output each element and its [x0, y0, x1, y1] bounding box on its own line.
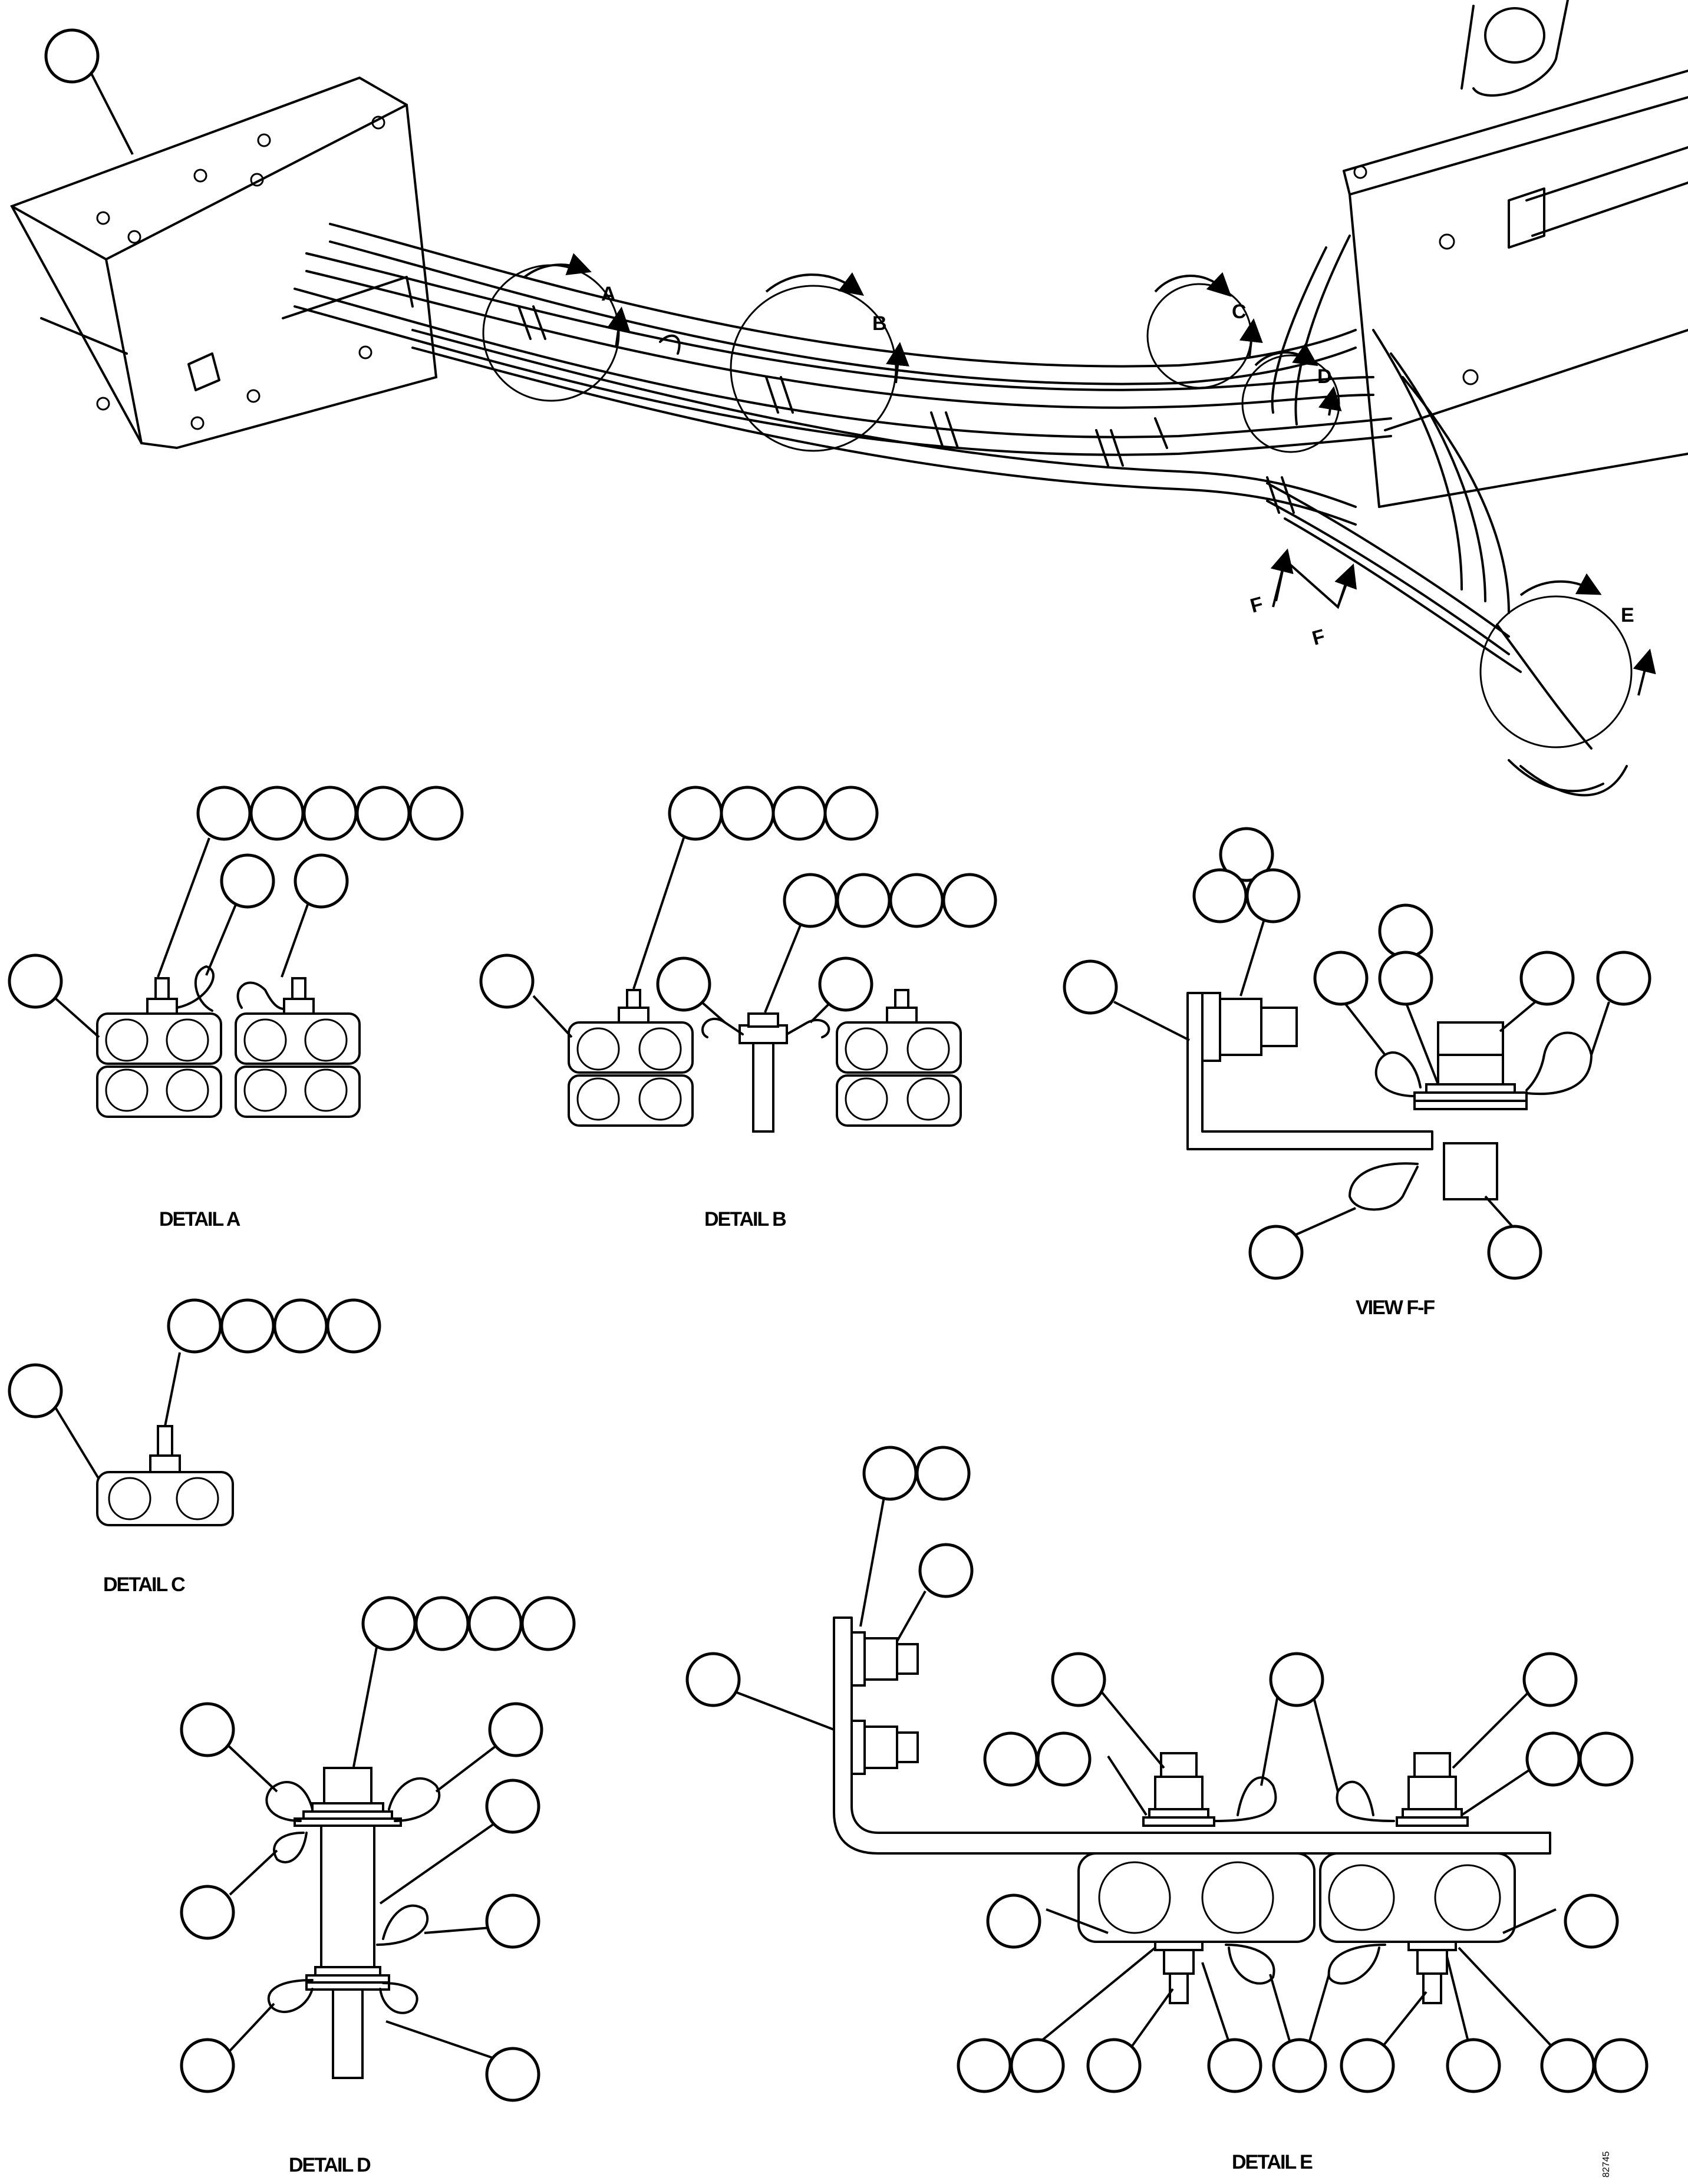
drawing-id: 82745 — [1601, 2151, 1611, 2178]
detail-e-marker: E — [1621, 604, 1634, 626]
machine-frame — [1271, 0, 1688, 797]
detail-e-caption: DETAIL E — [1232, 2151, 1313, 2173]
detail-c-circle — [1146, 283, 1252, 389]
detail-c-caption: DETAIL C — [103, 1573, 185, 1596]
valve-box — [10, 76, 438, 450]
view-ff: VIEW F-F — [1063, 827, 1651, 1319]
detail-c: DETAIL C — [8, 1298, 381, 1596]
section-f-marker-right: F — [1310, 625, 1327, 650]
detail-e-circle — [1479, 595, 1633, 748]
detail-d-marker: D — [1317, 365, 1332, 388]
detail-b: DETAIL B — [479, 786, 997, 1230]
detail-d: DETAIL D — [180, 1596, 576, 2176]
view-ff-caption: VIEW F-F — [1356, 1296, 1435, 1319]
detail-c-marker: C — [1232, 301, 1247, 323]
hose-bundle — [294, 223, 1522, 673]
detail-a-marker: A — [601, 283, 616, 305]
detail-circles — [482, 253, 1656, 748]
detail-a-caption: DETAIL A — [159, 1208, 240, 1230]
detail-b-circle — [730, 285, 897, 452]
main-assembly-view: A B C D E F F — [10, 0, 1688, 797]
detail-a: DETAIL A — [8, 786, 464, 1230]
detail-b-caption: DETAIL B — [704, 1208, 786, 1230]
detail-e: DETAIL E — [685, 1446, 1649, 2173]
callout-main-valve-box — [44, 28, 100, 84]
detail-b-marker: B — [872, 312, 887, 335]
detail-d-caption: DETAIL D — [289, 2154, 371, 2176]
section-f-marker-left: F — [1248, 593, 1265, 618]
